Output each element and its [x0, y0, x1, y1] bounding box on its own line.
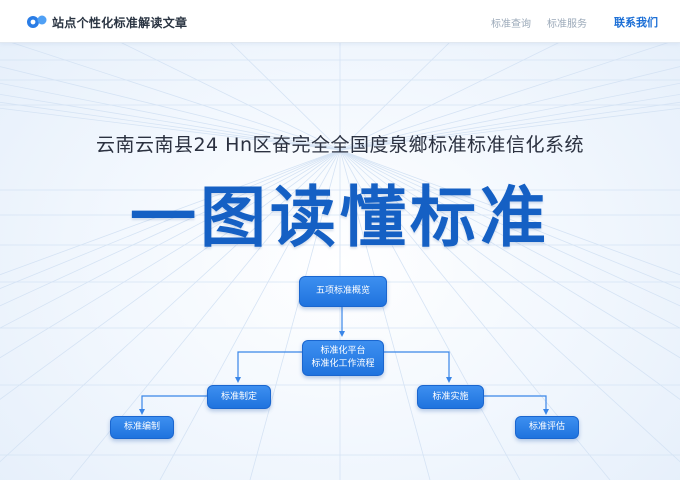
nav-link-standard-service[interactable]: 标准服务 — [547, 19, 587, 30]
hero-title: 一图读懂标准 — [130, 179, 550, 256]
brand-name[interactable]: 站点个性化标准解读文章 — [52, 16, 188, 30]
flow-node-platform[interactable]: 标准化平台 标准化工作流程 — [302, 340, 384, 376]
flow-node-drafting-label: 标准编制 — [123, 422, 160, 432]
flow-node-evaluation[interactable]: 标准评估 — [515, 416, 579, 439]
flow-node-platform-label-1: 标准化平台 — [320, 346, 366, 356]
flow-node-formulation[interactable]: 标准制定 — [207, 385, 271, 409]
logo-icon[interactable] — [26, 14, 48, 30]
nav-link-standard-query[interactable]: 标准查询 — [491, 19, 531, 30]
flow-node-platform-label-2: 标准化工作流程 — [311, 359, 375, 369]
hero-subtitle: 云南云南县24 Hn区奋完全全国度泉鄉标准标准信化系统 — [95, 134, 585, 156]
flow-node-evaluation-label: 标准评估 — [528, 422, 565, 432]
top-header: 站点个性化标准解读文章 标准查询 标准服务 联系我们 — [0, 0, 680, 43]
contact-us-link[interactable]: 联系我们 — [614, 16, 658, 29]
flow-node-overview[interactable]: 五项标准概览 — [299, 276, 387, 307]
flow-node-implementation[interactable]: 标准实施 — [417, 385, 484, 409]
flow-node-implementation-label: 标准实施 — [432, 392, 469, 402]
flow-node-drafting[interactable]: 标准编制 — [110, 416, 174, 439]
flow-node-formulation-label: 标准制定 — [220, 392, 257, 402]
flow-node-overview-label: 五项标准概览 — [315, 286, 370, 296]
